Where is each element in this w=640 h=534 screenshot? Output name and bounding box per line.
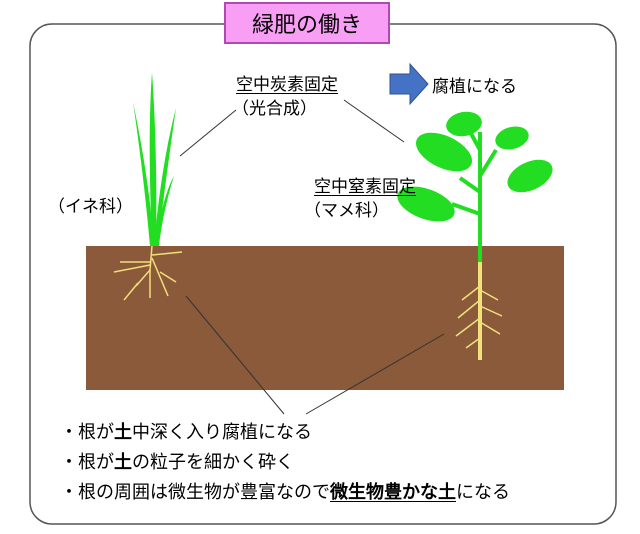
legume-family-label: （マメ科） [304, 201, 389, 221]
benefit-text: ・根が [60, 422, 114, 443]
grass-roots [113, 245, 183, 301]
benefit-text: になる [456, 482, 510, 503]
benefit-list: ・根が土中深く入り腐植になる・根が土の粒子を細かく砕く・根の周囲は微生物が豊富な… [60, 418, 510, 508]
nitrogen-fixation-label: 空中窒素固定 [314, 177, 416, 197]
benefit-text: ・根の周囲は微生物が豊富なので [60, 482, 330, 503]
benefit-item: ・根が土の粒子を細かく砕く [60, 448, 510, 478]
diagram-title-text: 緑肥の働き [251, 13, 362, 38]
benefit-text: 土 [114, 452, 132, 473]
benefit-text: 中深く入り腐植になる [132, 422, 312, 443]
grass-family-label: （イネ科） [48, 197, 133, 217]
benefit-text: 微生物豊かな土 [330, 482, 456, 503]
legume-leaves [397, 111, 553, 222]
benefit-text: 土 [114, 422, 132, 443]
benefit-text: の粒子を細かく砕く [132, 452, 294, 473]
photosynthesis-label: （光合成） [232, 99, 317, 119]
right-arrow-icon [389, 62, 429, 106]
humus-label: 腐植になる [432, 77, 517, 97]
leader-lines [179, 99, 445, 415]
grass-plant [133, 72, 176, 246]
legume-roots [455, 262, 503, 360]
benefit-text: ・根が [60, 452, 114, 473]
benefit-item: ・根の周囲は微生物が豊富なので微生物豊かな土になる [60, 478, 510, 508]
legume-stem [451, 127, 498, 262]
soil-block [86, 246, 564, 390]
legume-plant [397, 111, 553, 262]
benefit-item: ・根が土中深く入り腐植になる [60, 418, 510, 448]
diagram-title: 緑肥の働き [224, 2, 390, 44]
carbon-fixation-label: 空中炭素固定 [236, 75, 338, 95]
